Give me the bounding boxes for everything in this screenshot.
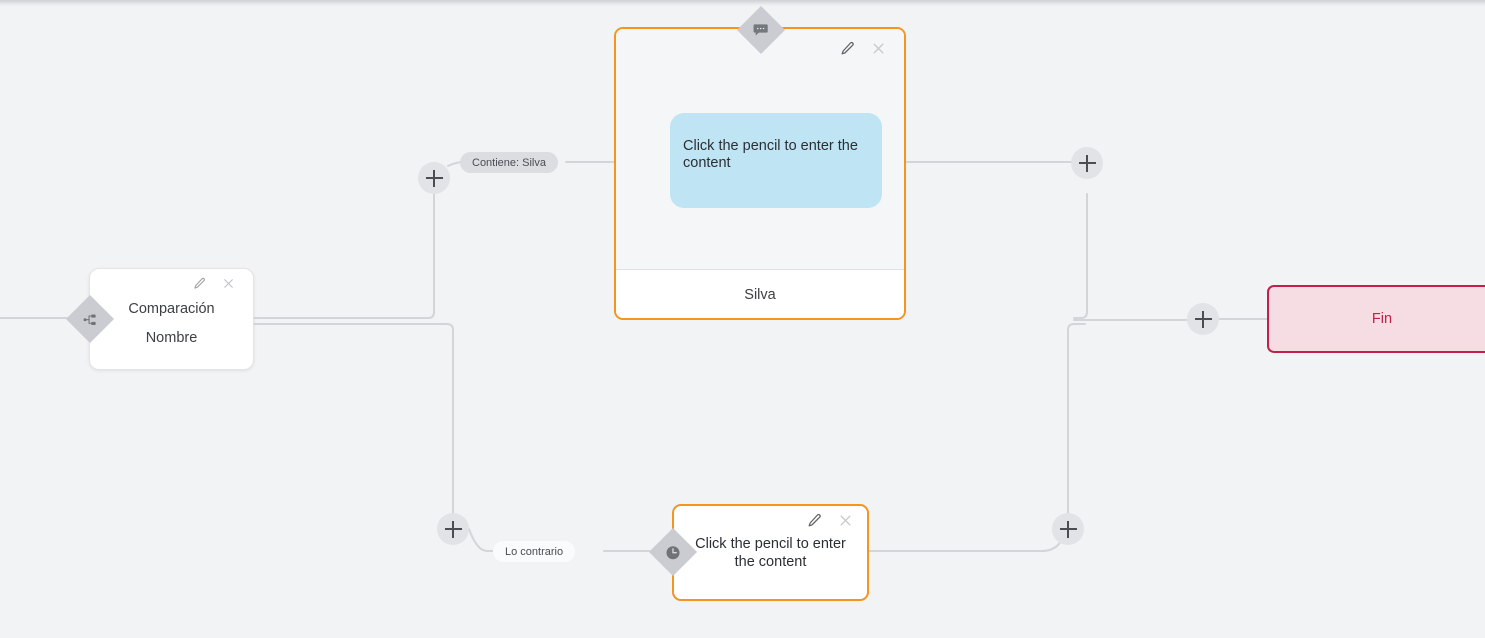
clock-icon xyxy=(665,544,682,561)
edge-false-down xyxy=(253,323,454,514)
close-icon[interactable] xyxy=(871,41,886,56)
close-icon[interactable] xyxy=(838,513,853,528)
message-node-tools xyxy=(840,41,886,56)
branch-icon-badge xyxy=(65,294,115,344)
wait-node-card[interactable]: Click the pencil to enter the content xyxy=(672,504,869,601)
message-node-card[interactable]: Click the pencil to enter the content Si… xyxy=(614,27,906,320)
plus-icon xyxy=(1086,154,1088,172)
comparison-node-title: Comparación xyxy=(128,301,215,317)
plus-icon xyxy=(452,520,454,538)
chat-bubble-icon xyxy=(753,23,769,38)
edge-right-false-merge xyxy=(1067,323,1086,514)
edge-right-true-merge xyxy=(1073,193,1088,319)
comparison-node-subtitle: Nombre xyxy=(145,330,198,346)
comparison-node[interactable]: Comparación Nombre xyxy=(89,268,254,370)
edge-false-to-label xyxy=(468,528,501,552)
message-node-body: Click the pencil to enter the content xyxy=(616,29,904,269)
add-node-button-true-right[interactable] xyxy=(1071,147,1103,179)
plus-icon xyxy=(433,169,435,187)
wait-node-tools xyxy=(807,513,853,528)
chat-bubble-icon-badge xyxy=(736,5,786,55)
end-node[interactable]: Fin xyxy=(1267,285,1485,353)
pencil-icon[interactable] xyxy=(807,513,822,528)
edge-label-branch-true[interactable]: Contiene: Silva xyxy=(460,152,558,173)
add-node-button-false-right[interactable] xyxy=(1052,513,1084,545)
plus-icon xyxy=(1202,310,1204,328)
message-placeholder-bubble[interactable]: Click the pencil to enter the content xyxy=(670,113,882,208)
add-node-button-true-left[interactable] xyxy=(418,162,450,194)
add-node-button-before-end[interactable] xyxy=(1187,303,1219,335)
plus-icon xyxy=(1067,520,1069,538)
pencil-icon[interactable] xyxy=(840,41,855,56)
comparison-node-tools xyxy=(193,277,235,290)
close-icon[interactable] xyxy=(222,277,235,290)
pencil-icon[interactable] xyxy=(193,277,206,290)
edge-wait-card-to-right-plus xyxy=(868,539,1063,552)
add-node-button-false-left[interactable] xyxy=(437,513,469,545)
clock-icon-badge xyxy=(648,527,698,577)
wait-node-placeholder-text[interactable]: Click the pencil to enter the content xyxy=(695,536,846,571)
edge-label-branch-false[interactable]: Lo contrario xyxy=(493,541,576,562)
message-node-footer: Silva xyxy=(616,269,904,318)
edge-true-up xyxy=(427,193,435,319)
branch-icon xyxy=(83,312,98,327)
